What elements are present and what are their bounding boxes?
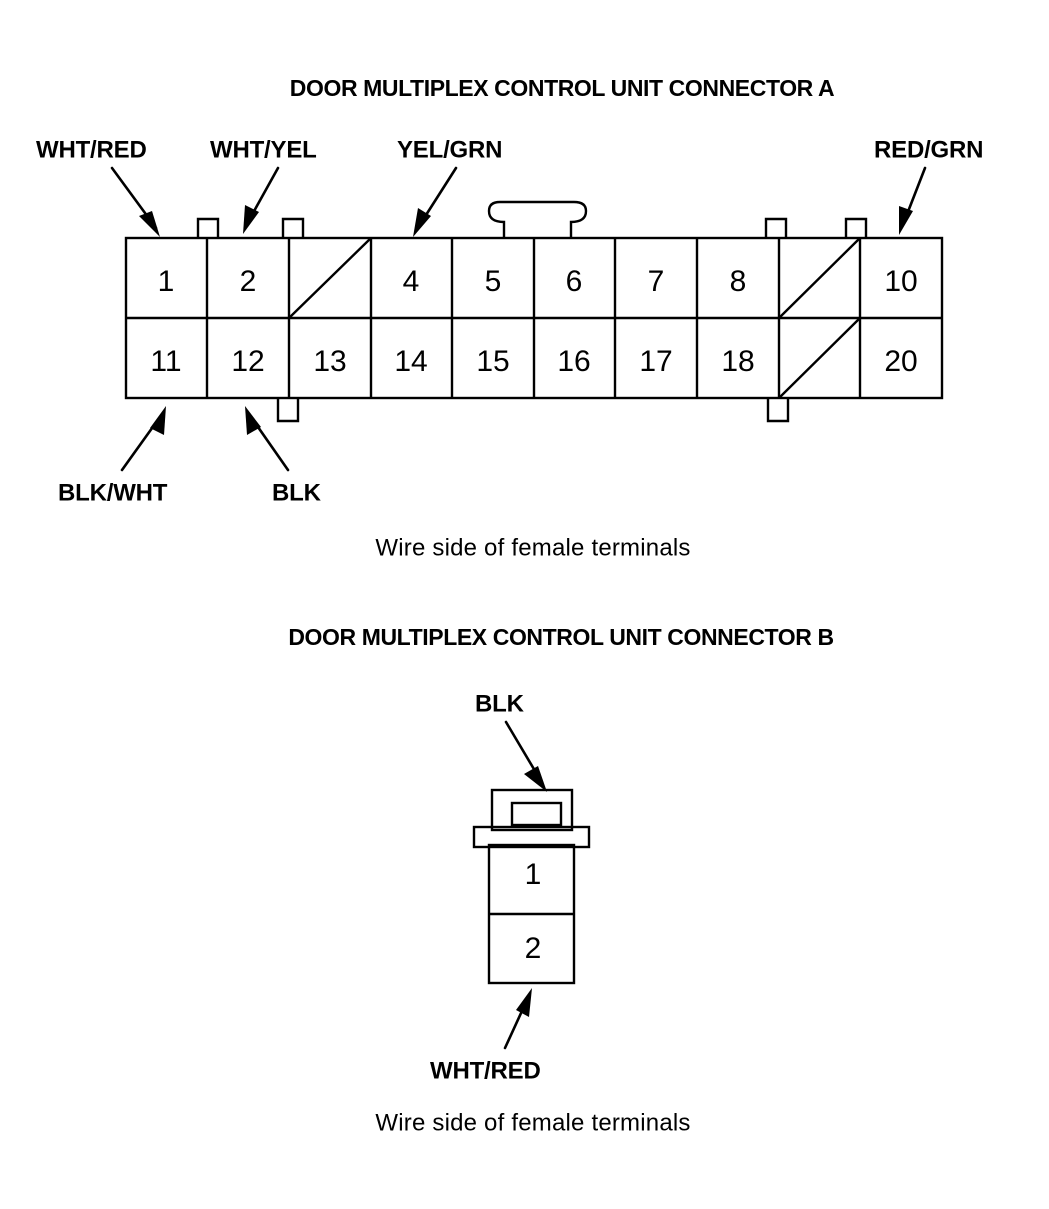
pin-a-14: 14 [394, 345, 427, 378]
leader-yel-grn [413, 166, 458, 237]
flange-bar [472, 825, 591, 849]
leader-wht-red-b [503, 988, 532, 1050]
blank-cell-slash-3 [288, 237, 372, 319]
wire-label-blk-bottom-a: BLK [272, 479, 322, 506]
leader-red-grn [899, 166, 927, 235]
pin-a-20: 20 [884, 345, 917, 378]
leader-blk-wht [120, 406, 166, 472]
leader-blk-b [504, 720, 547, 792]
pin-a-13: 13 [313, 345, 346, 378]
pin-a-2: 2 [240, 265, 257, 298]
connector-b-caption: Wire side of female terminals [375, 1109, 690, 1136]
latch-tab-top [487, 200, 588, 238]
pin-a-11: 11 [150, 345, 181, 378]
pin-a-4: 4 [403, 265, 420, 298]
pin-a-15: 15 [476, 345, 509, 378]
pin-a-18: 18 [721, 345, 754, 378]
blank-cell-slash-9 [778, 237, 861, 319]
pin-b-2: 2 [525, 932, 542, 965]
blank-cell-slash-19 [778, 317, 861, 399]
wire-label-wht-yel: WHT/YEL [210, 136, 317, 163]
wire-label-wht-red-top: WHT/RED [36, 136, 147, 163]
connector-a-title: DOOR MULTIPLEX CONTROL UNIT CONNECTOR A [290, 75, 835, 101]
leader-wht-yel [243, 166, 280, 234]
pin-a-17: 17 [639, 345, 672, 378]
connector-a-group: DOOR MULTIPLEX CONTROL UNIT CONNECTOR A … [36, 75, 983, 561]
wire-label-yel-grn: YEL/GRN [397, 136, 502, 163]
pin-a-8: 8 [730, 265, 747, 298]
cap-inner-tab [510, 801, 563, 827]
pin-a-5: 5 [485, 265, 502, 298]
wire-label-blk-wht: BLK/WHT [58, 479, 168, 506]
pin-a-7: 7 [648, 265, 665, 298]
pin-a-6: 6 [566, 265, 583, 298]
connector-b-group: DOOR MULTIPLEX CONTROL UNIT CONNECTOR B … [288, 624, 834, 1136]
pin-a-12: 12 [231, 345, 264, 378]
wire-label-red-grn: RED/GRN [874, 136, 983, 163]
bottom-tabs [276, 398, 790, 423]
pin-a-1: 1 [158, 265, 175, 298]
connector-b-title: DOOR MULTIPLEX CONTROL UNIT CONNECTOR B [288, 624, 833, 650]
top-tabs [196, 217, 868, 238]
wire-label-blk-top-b: BLK [475, 690, 525, 717]
pin-b-1: 1 [525, 858, 542, 891]
leader-wht-red-top [110, 166, 160, 237]
pin-a-10: 10 [884, 265, 917, 298]
pin-a-16: 16 [557, 345, 590, 378]
connector-a-caption: Wire side of female terminals [375, 534, 690, 561]
wire-label-wht-red-bottom-b: WHT/RED [430, 1057, 541, 1084]
leader-blk [245, 406, 290, 472]
